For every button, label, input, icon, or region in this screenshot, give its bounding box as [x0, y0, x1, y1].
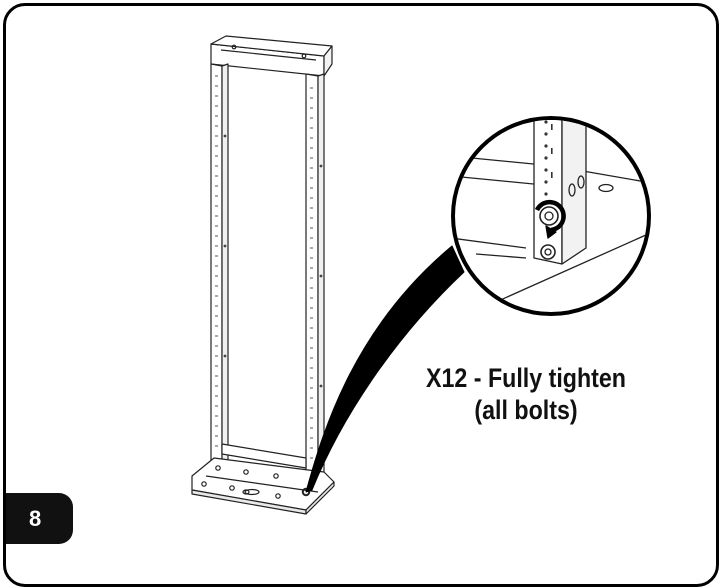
- rack-holes-left: [215, 75, 218, 447]
- instruction-text: X12 - Fully tighten (all bolts): [406, 362, 647, 426]
- instruction-line-1: X12 - Fully tighten: [426, 363, 626, 393]
- detail-circle: [451, 116, 651, 316]
- step-number-badge: 8: [6, 493, 73, 544]
- rack-illustration: [191, 35, 651, 515]
- callout-connector: [305, 245, 465, 493]
- instruction-line-2: (all bolts): [474, 395, 578, 425]
- rack-holes-right: [310, 87, 313, 459]
- instruction-panel: X12 - Fully tighten (all bolts) 8: [3, 3, 719, 587]
